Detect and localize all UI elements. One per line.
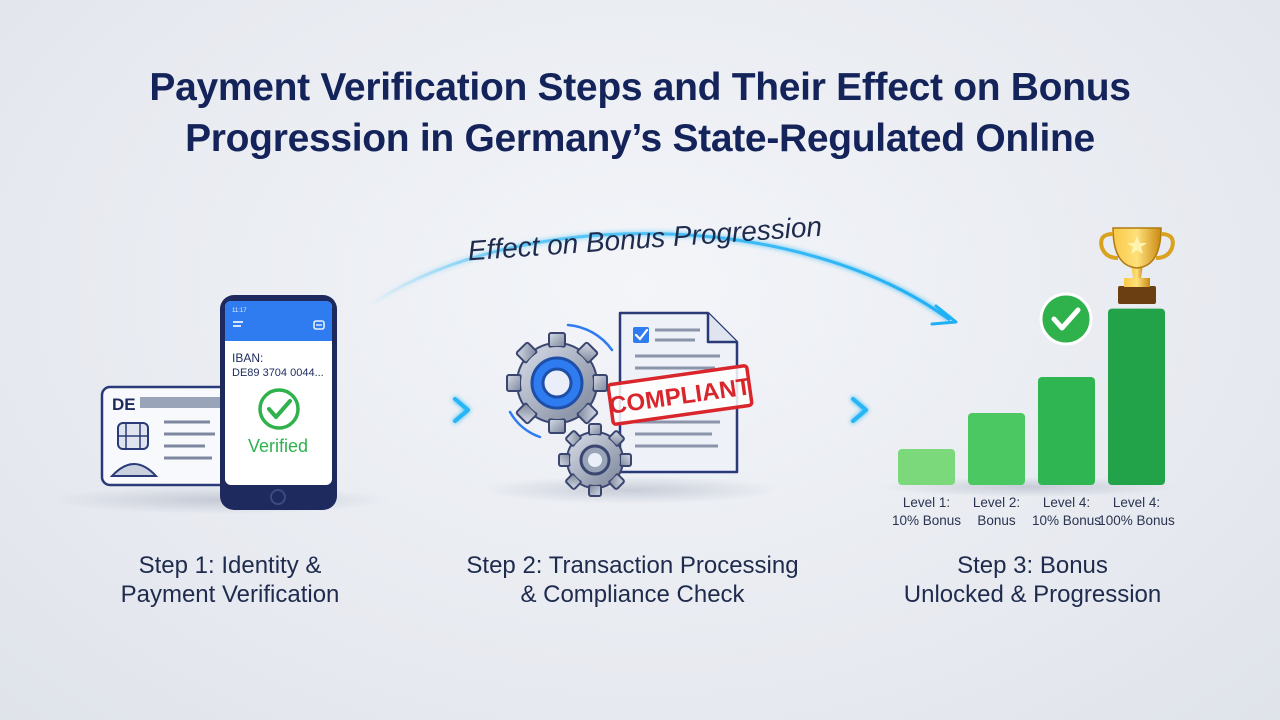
compliant-stamp: COMPLIANT: [606, 364, 754, 426]
lock-icon: [313, 320, 325, 330]
bonus-bar-1-label-1: Level 1:: [903, 495, 950, 510]
phone-iban-label: IBAN:: [232, 351, 263, 365]
step-2-caption-line-2: & Compliance Check: [520, 581, 745, 608]
bonus-bar-3-label-2: 10% Bonus: [1032, 513, 1101, 528]
id-card-country: DE: [112, 395, 136, 414]
step-3-caption-line-1: Step 3: Bonus: [957, 552, 1108, 579]
gear-icon: [506, 323, 632, 497]
step-3-caption: Step 3: Bonus Unlocked & Progression: [860, 551, 1205, 609]
phone-status: Verified: [248, 436, 308, 456]
bonus-bar-4-label-2: 100% Bonus: [1098, 513, 1175, 528]
step-1-caption-line-1: Step 1: Identity &: [138, 552, 322, 579]
step-1-caption-line-2: Payment Verification: [120, 581, 340, 608]
bonus-bar-2-label-1: Level 2:: [973, 495, 1020, 510]
title-line-2: Progression in Germany’s State-Regulated…: [185, 117, 1095, 160]
title-line-1: Payment Verification Steps and Their Eff…: [149, 66, 1131, 109]
bonus-bar-2-label-2: Bonus: [977, 513, 1016, 528]
bonus-bar-4: [1108, 308, 1165, 485]
bonus-bars: Level 1: 10% Bonus Level 2: Bonus Level 4: 10…: [892, 308, 1175, 528]
step-1-caption: Step 1: Identity & Payment Verification: [60, 551, 400, 609]
step-2-caption: Step 2: Transaction Processing & Complia…: [440, 551, 825, 609]
phone-iban-value: DE89 3704 0044...: [232, 367, 324, 379]
phone-clock: 11:17: [232, 308, 247, 314]
step-2-caption-line-1: Step 2: Transaction Processing: [466, 552, 799, 579]
phone-icon: 11:17 IBAN: DE89 3704 0044... Verified: [220, 295, 337, 510]
bonus-bar-3-label-1: Level 4:: [1043, 495, 1090, 510]
flow-arrow-2: [790, 397, 868, 423]
step-3-caption-line-2: Unlocked & Progression: [903, 581, 1162, 608]
bonus-bar-1-label-2: 10% Bonus: [892, 513, 961, 528]
progression-arc: [369, 232, 951, 322]
arc-label: Effect on Bonus Progression: [467, 211, 823, 267]
bonus-bar-2: [968, 413, 1025, 485]
page-title: Payment Verification Steps and Their Eff…: [60, 62, 1220, 164]
menu-icon: [233, 321, 243, 327]
bonus-bar-4-label-1: Level 4:: [1113, 495, 1160, 510]
check-icon: [1039, 292, 1093, 346]
bonus-bar-1: [898, 449, 955, 485]
progression-arc-head: [930, 304, 958, 326]
flow-arrow-1: [393, 397, 470, 423]
check-icon: [258, 388, 300, 430]
trophy-icon: [1099, 227, 1175, 304]
bonus-bar-3: [1038, 377, 1095, 485]
